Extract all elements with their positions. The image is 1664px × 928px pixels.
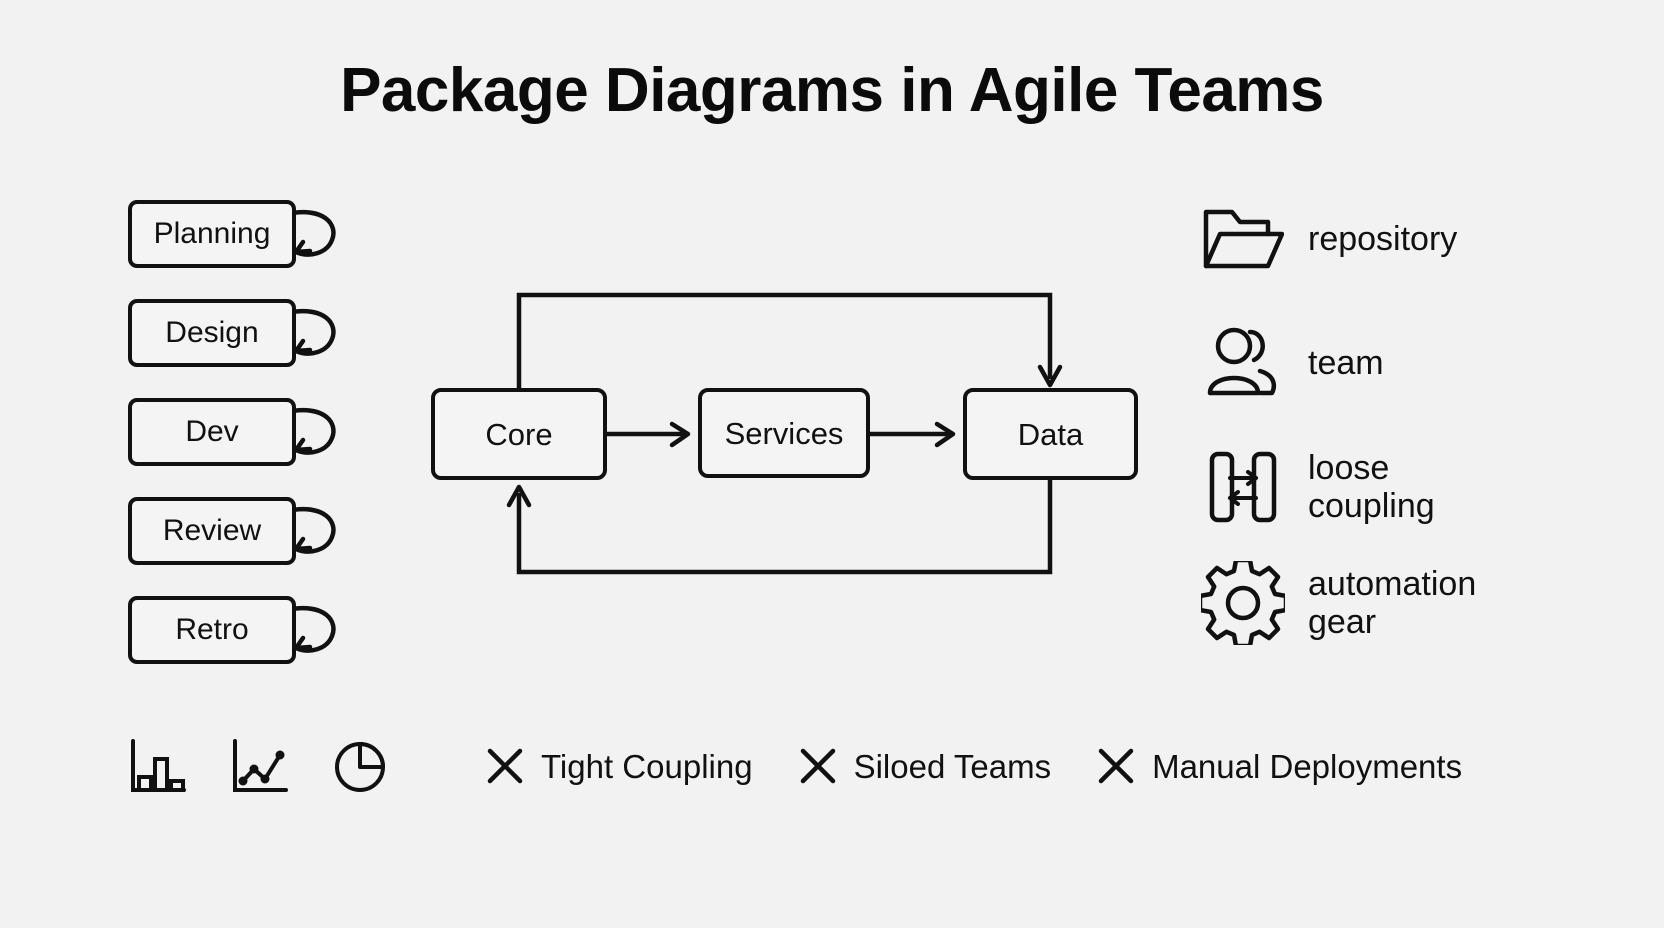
package-node-services[interactable]: Services — [698, 388, 870, 478]
legend-item-repository[interactable]: repository — [1200, 196, 1660, 282]
legend-item-loose-coupling[interactable]: loose coupling — [1200, 444, 1660, 530]
lifecycle-box[interactable]: Retro — [128, 596, 296, 664]
antipattern-item[interactable]: Siloed Teams — [797, 745, 1052, 787]
x-mark-icon — [1095, 745, 1137, 787]
bottom-strip: Tight Coupling Siloed Teams Manual Deplo… — [0, 716, 1664, 826]
package-node-core[interactable]: Core — [431, 388, 607, 480]
lifecycle-label: Planning — [153, 217, 271, 250]
bar-chart-icon[interactable] — [124, 733, 190, 799]
lifecycle-label: Dev — [185, 415, 239, 448]
lifecycle-label: Retro — [175, 613, 249, 646]
pie-chart-icon[interactable] — [328, 733, 394, 799]
gear-icon — [1200, 560, 1286, 646]
legend-list: repository team — [1200, 196, 1660, 684]
self-loop-arrow-icon — [280, 402, 342, 464]
lifecycle-label: Design — [165, 316, 259, 349]
antipattern-label: Manual Deployments — [1152, 747, 1463, 785]
lifecycle-item[interactable]: Dev — [128, 398, 358, 497]
legend-label: team — [1308, 343, 1384, 382]
mini-icon-group — [124, 716, 394, 816]
antipattern-item[interactable]: Manual Deployments — [1095, 745, 1462, 787]
legend-item-automation-gear[interactable]: automation gear — [1200, 560, 1660, 646]
lifecycle-item[interactable]: Design — [128, 299, 358, 398]
lifecycle-box[interactable]: Planning — [128, 200, 296, 268]
antipattern-label: Tight Coupling — [541, 747, 753, 785]
lifecycle-box[interactable]: Dev — [128, 398, 296, 466]
lifecycle-item[interactable]: Review — [128, 497, 358, 596]
package-node-data[interactable]: Data — [963, 388, 1138, 480]
flow-connectors — [506, 292, 1063, 575]
lifecycle-box[interactable]: Design — [128, 299, 296, 367]
lifecycle-stage-list: Planning Design Dev — [128, 200, 358, 695]
x-mark-icon — [484, 745, 526, 787]
antipattern-label: Siloed Teams — [853, 747, 1052, 785]
package-label: Services — [724, 415, 844, 451]
antipattern-group: Tight Coupling Siloed Teams Manual Deplo… — [484, 716, 1462, 816]
package-flow-diagram: Core Services Data — [420, 275, 1180, 595]
package-label: Core — [485, 416, 553, 452]
legend-label: repository — [1308, 219, 1458, 258]
package-label: Data — [1017, 416, 1084, 452]
legend-label: loose coupling — [1308, 448, 1435, 525]
self-loop-arrow-icon — [280, 204, 342, 266]
line-chart-icon[interactable] — [226, 733, 292, 799]
x-mark-icon — [797, 745, 839, 787]
lifecycle-box[interactable]: Review — [128, 497, 296, 565]
users-icon — [1200, 320, 1286, 406]
antipattern-item[interactable]: Tight Coupling — [484, 745, 753, 787]
lifecycle-item[interactable]: Planning — [128, 200, 358, 299]
page-title: Package Diagrams in Agile Teams — [340, 56, 1324, 125]
lifecycle-item[interactable]: Retro — [128, 596, 358, 695]
self-loop-arrow-icon — [280, 501, 342, 563]
self-loop-arrow-icon — [280, 600, 342, 662]
folder-icon — [1200, 196, 1286, 282]
lifecycle-label: Review — [162, 514, 262, 547]
loose-coupling-icon — [1200, 444, 1286, 530]
legend-label: automation gear — [1308, 564, 1477, 641]
self-loop-arrow-icon — [280, 303, 342, 365]
legend-item-team[interactable]: team — [1200, 320, 1660, 406]
